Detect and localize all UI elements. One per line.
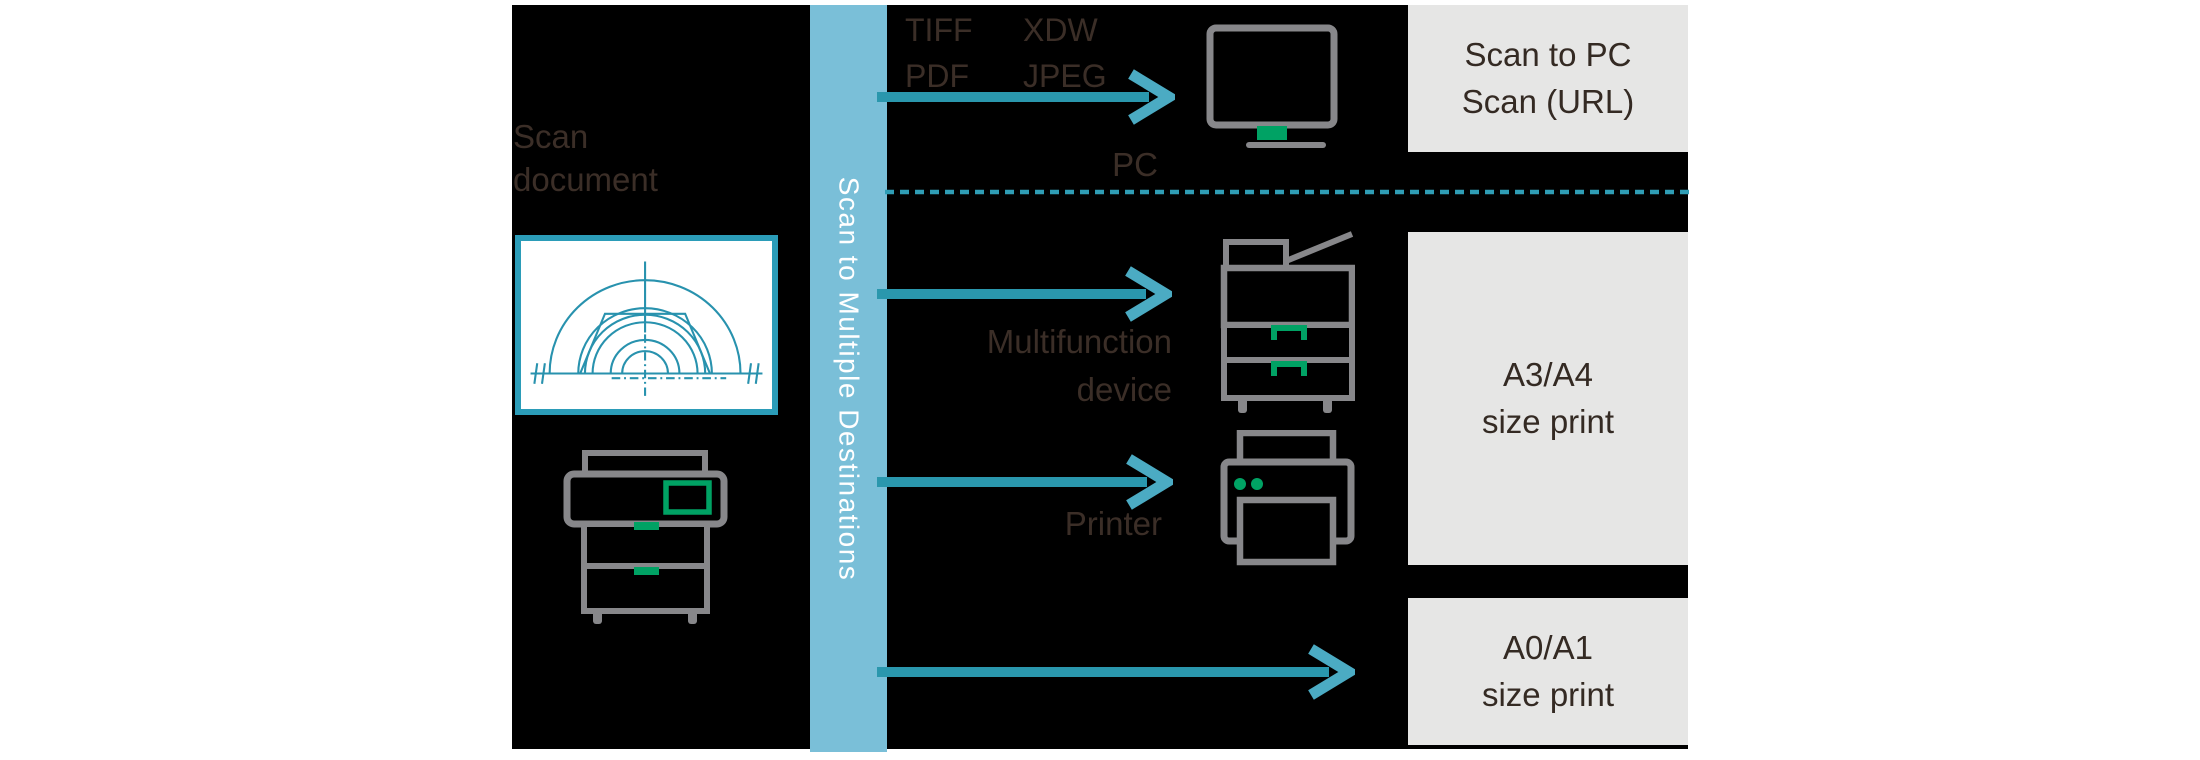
format-xdw: XDW: [1023, 12, 1098, 48]
file-format-list: TIFF XDW PDF JPEG: [905, 10, 1107, 96]
dashed-divider-line: [885, 189, 1691, 195]
multifunction-device-label: Multifunction device: [900, 318, 1172, 414]
arrow-to-a0-a1-print: [877, 644, 1355, 700]
destination-box-scan-to-pc-line1: Scan to PC: [1464, 35, 1632, 73]
printer-icon: [1220, 430, 1355, 566]
scan-document-thumbnail: [515, 235, 778, 415]
destination-box-a3-a4-print: A3/A4 size print: [1408, 232, 1688, 565]
destination-box-a0-a1-print: A0/A1 size print: [1408, 598, 1688, 745]
multifunction-device-icon: [1220, 231, 1355, 413]
arch-blueprint-drawing: [530, 261, 763, 396]
destination-box-a0-a1-line1: A0/A1: [1503, 628, 1593, 666]
format-pdf: PDF: [905, 58, 969, 94]
monitor-icon: [1206, 24, 1338, 148]
pc-label: PC: [1112, 146, 1158, 183]
arrow-to-printer: [877, 454, 1173, 510]
format-tiff: TIFF: [905, 12, 973, 48]
arrow-to-multifunction-device: [877, 266, 1172, 322]
scan-destinations-bar-label: Scan to Multiple Destinations: [833, 176, 865, 581]
printer-label: Printer: [1064, 505, 1162, 542]
destination-box-a0-a1-line2: size print: [1481, 675, 1615, 713]
wide-format-scanner-icon: [563, 450, 728, 624]
scan-document-label: Scan document: [513, 118, 658, 198]
destination-box-scan-to-pc-line2: Scan (URL): [1461, 82, 1635, 120]
multifunction-device-label-line2: device: [1076, 370, 1172, 408]
destination-box-a3-a4-line1: A3/A4: [1503, 355, 1593, 393]
multifunction-device-label-line1: Multifunction: [986, 323, 1172, 360]
destination-box-scan-to-pc: Scan to PC Scan (URL): [1408, 5, 1688, 152]
format-jpeg: JPEG: [1023, 58, 1107, 94]
destination-box-a3-a4-line2: size print: [1481, 402, 1615, 440]
scan-destinations-bar: Scan to Multiple Destinations: [810, 5, 887, 752]
arrow-to-pc: [877, 69, 1175, 125]
